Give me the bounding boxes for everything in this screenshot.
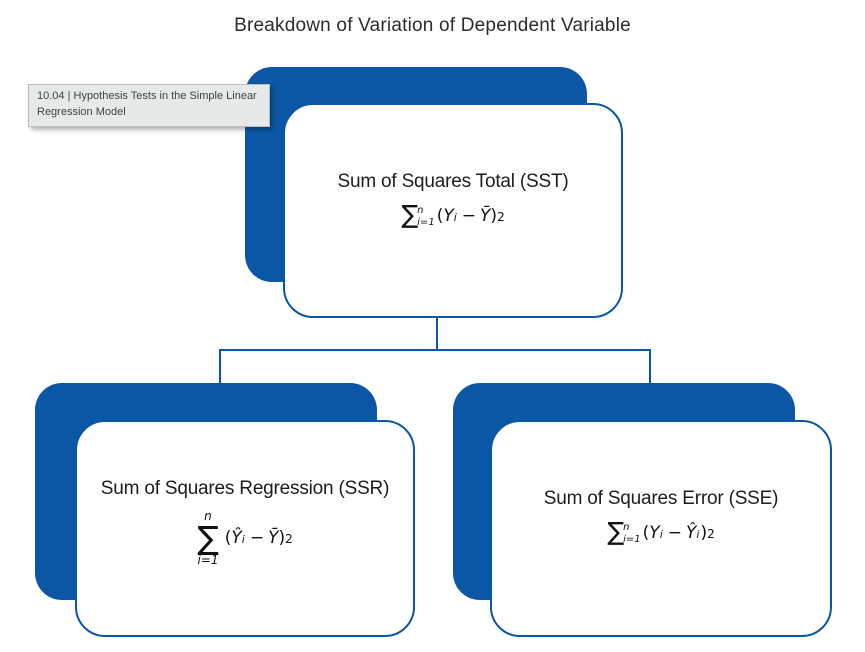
node-ssr: Sum of Squares Regression (SSR) n ∑ i=1 … [75,420,415,637]
lparen: ( [224,528,232,549]
power-2: 2 [707,526,715,541]
sum-lower-limit: i=1 [623,533,641,545]
sigma-symbol: ∑ [197,519,219,558]
minus-sign: − [249,528,265,549]
lparen: ( [642,522,650,543]
sum-lower-limit: i=1 [197,552,219,567]
sum-upper-limit: n [417,205,424,216]
tooltip-line-2: Regression Model [37,105,126,118]
lesson-tooltip: 10.04 | Hypothesis Tests in the Simple L… [28,84,270,127]
sum-lower-limit: i=1 [417,216,435,228]
ssr-summation: n ∑ i=1 [197,509,219,567]
power-2: 2 [285,532,293,547]
sse-summation: ∑ n i=1 [607,517,642,546]
sum-upper-limit: n [204,509,212,524]
var-yhat: Ŷ [231,528,242,549]
sigma-symbol: ∑ [607,517,625,546]
var-y-sub: i [659,527,663,541]
minus-sign: − [667,522,682,543]
sse-title: Sum of Squares Error (SSE) [543,488,779,509]
sst-summation: ∑ n i=1 [401,200,436,229]
var-y: Y [649,522,660,543]
rparen: ) [700,522,708,543]
sst-title: Sum of Squares Total (SST) [337,171,569,192]
ssr-title: Sum of Squares Regression (SSR) [100,478,390,500]
rparen: ) [490,205,498,226]
minus-sign: − [461,205,477,226]
rparen: ) [278,528,286,549]
sigma-symbol: ∑ [401,200,419,229]
lparen: ( [436,205,444,226]
var-yhat-sub: i [696,527,700,541]
power-2: 2 [497,209,505,224]
tooltip-line-1: 10.04 | Hypothesis Tests in the Simple L… [37,90,257,102]
var-y-sub: i [453,210,457,224]
var-ybar: Ȳ [268,528,279,549]
page-title: Breakdown of Variation of Dependent Vari… [234,15,631,36]
var-yhat-sub: i [241,533,245,547]
var-y: Y [443,205,454,226]
var-ybar: Ȳ [480,205,491,226]
var-yhat: Ŷ [686,522,697,543]
sum-upper-limit: n [623,522,630,533]
